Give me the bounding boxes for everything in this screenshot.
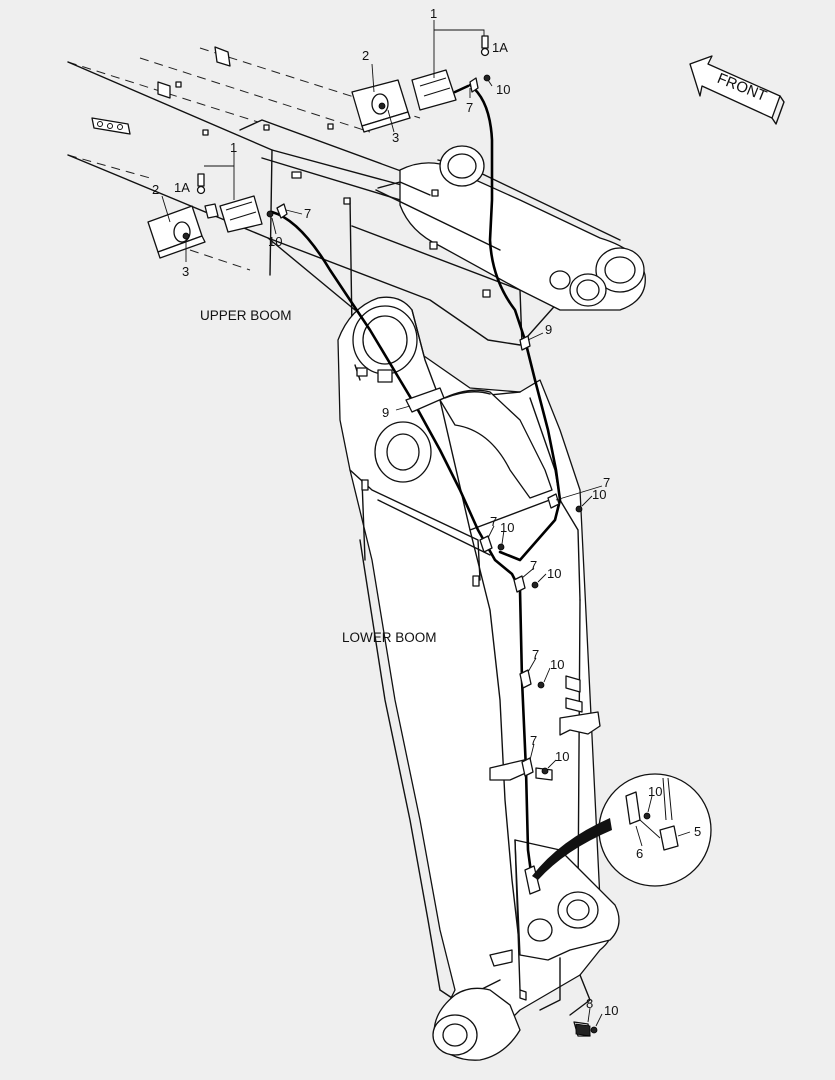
work-lamp-upper-right xyxy=(351,35,490,133)
callout-10-upper-left: 10 xyxy=(268,234,282,249)
upper-boom-structure xyxy=(67,46,646,346)
work-lamp-upper-left xyxy=(147,173,263,259)
lower-boom-label: LOWER BOOM xyxy=(342,630,437,645)
lower-boom-structure xyxy=(337,296,620,1061)
callout-7-mid-4: 7 xyxy=(530,733,537,748)
callout-10-mid-3: 10 xyxy=(550,657,564,672)
callout-7-mid-3: 7 xyxy=(532,647,539,662)
callout-7-right-1: 7 xyxy=(603,475,610,490)
callout-6-detail: 6 xyxy=(636,846,643,861)
callout-1A-upper-left: 1A xyxy=(174,180,190,195)
callout-2-upper-left: 2 xyxy=(152,182,159,197)
callout-10-right-1: 10 xyxy=(592,487,606,502)
callout-1-upper-left: 1 xyxy=(230,140,237,155)
callout-1A-upper-right: 1A xyxy=(492,40,508,55)
leader-lines xyxy=(161,20,691,1027)
callout-labels: UPPER BOOM LOWER BOOM 1 1A 2 3 7 10 1 1A… xyxy=(152,6,701,1018)
callout-7-upper-left: 7 xyxy=(304,206,311,221)
callout-8: 8 xyxy=(586,996,593,1011)
harness-clamps xyxy=(266,74,598,1037)
callout-10-mid-2: 10 xyxy=(547,566,561,581)
callout-9-upper: 9 xyxy=(545,322,552,337)
callout-3-upper-left: 3 xyxy=(182,264,189,279)
callout-1-upper-right: 1 xyxy=(430,6,437,21)
callout-10-upper-right: 10 xyxy=(496,82,510,97)
callout-3-upper-right: 3 xyxy=(392,130,399,145)
upper-boom-label: UPPER BOOM xyxy=(200,308,292,323)
callout-10-detail: 10 xyxy=(648,784,662,799)
front-direction-arrow: FRONT xyxy=(689,55,785,125)
callout-5-detail: 5 xyxy=(694,824,701,839)
callout-7-mid-2: 7 xyxy=(530,558,537,573)
callout-7-upper-right: 7 xyxy=(466,100,473,115)
callout-10-foot: 10 xyxy=(604,1003,618,1018)
callout-10-mid-4: 10 xyxy=(555,749,569,764)
callout-9-lower: 9 xyxy=(382,405,389,420)
callout-2-upper-right: 2 xyxy=(362,48,369,63)
callout-7-mid-1: 7 xyxy=(490,514,497,529)
connector-detail-bubble xyxy=(532,773,712,887)
callout-10-mid-1: 10 xyxy=(500,520,514,535)
